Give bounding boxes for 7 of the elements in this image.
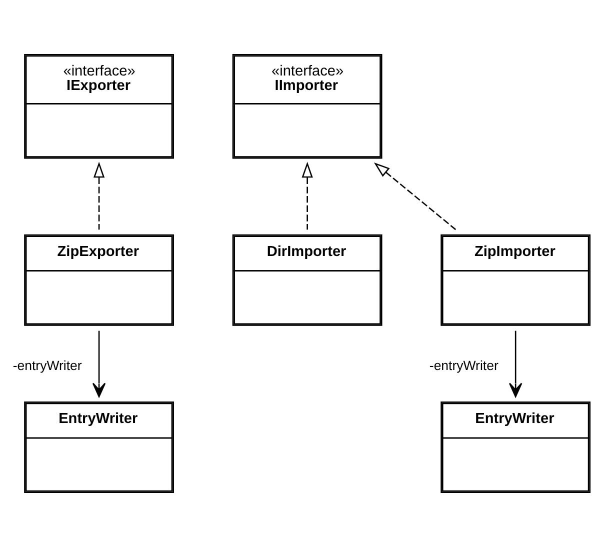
- edge-label: -entryWriter: [429, 358, 498, 374]
- arrow: [374, 162, 456, 230]
- arrow: [93, 162, 105, 230]
- arrow: [302, 162, 313, 230]
- arrow: [92, 330, 106, 398]
- edge-label: -entryWriter: [12, 358, 82, 374]
- arrow: [508, 330, 522, 398]
